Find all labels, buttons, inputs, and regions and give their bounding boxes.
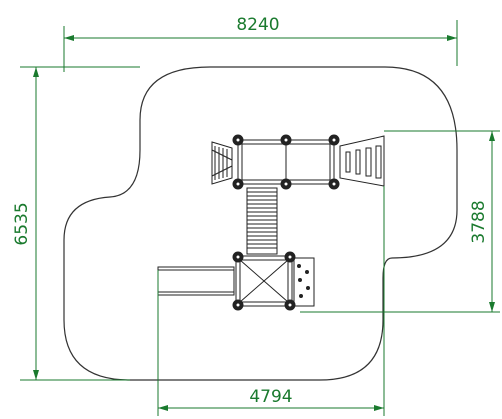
height-label: 6535: [12, 202, 32, 245]
equipment-height-label: 3788: [469, 200, 489, 243]
slide: [157, 266, 235, 296]
left-chute: [211, 141, 233, 185]
dimension-line-equipment-width: [157, 186, 385, 416]
dimension-line-height: [20, 66, 140, 381]
upper-platform: [237, 139, 335, 185]
bridge: [246, 187, 278, 255]
safety-zone-outline: [63, 66, 458, 381]
climbing-wall: [293, 257, 315, 307]
dimension-line-width: [63, 20, 458, 72]
width-label: 8240: [236, 15, 279, 35]
equipment-width-label: 4794: [249, 387, 292, 407]
right-climber: [339, 135, 385, 187]
play-equipment: [157, 134, 385, 311]
lower-tower: [235, 255, 293, 307]
dimension-line-equipment-height: [300, 130, 500, 313]
